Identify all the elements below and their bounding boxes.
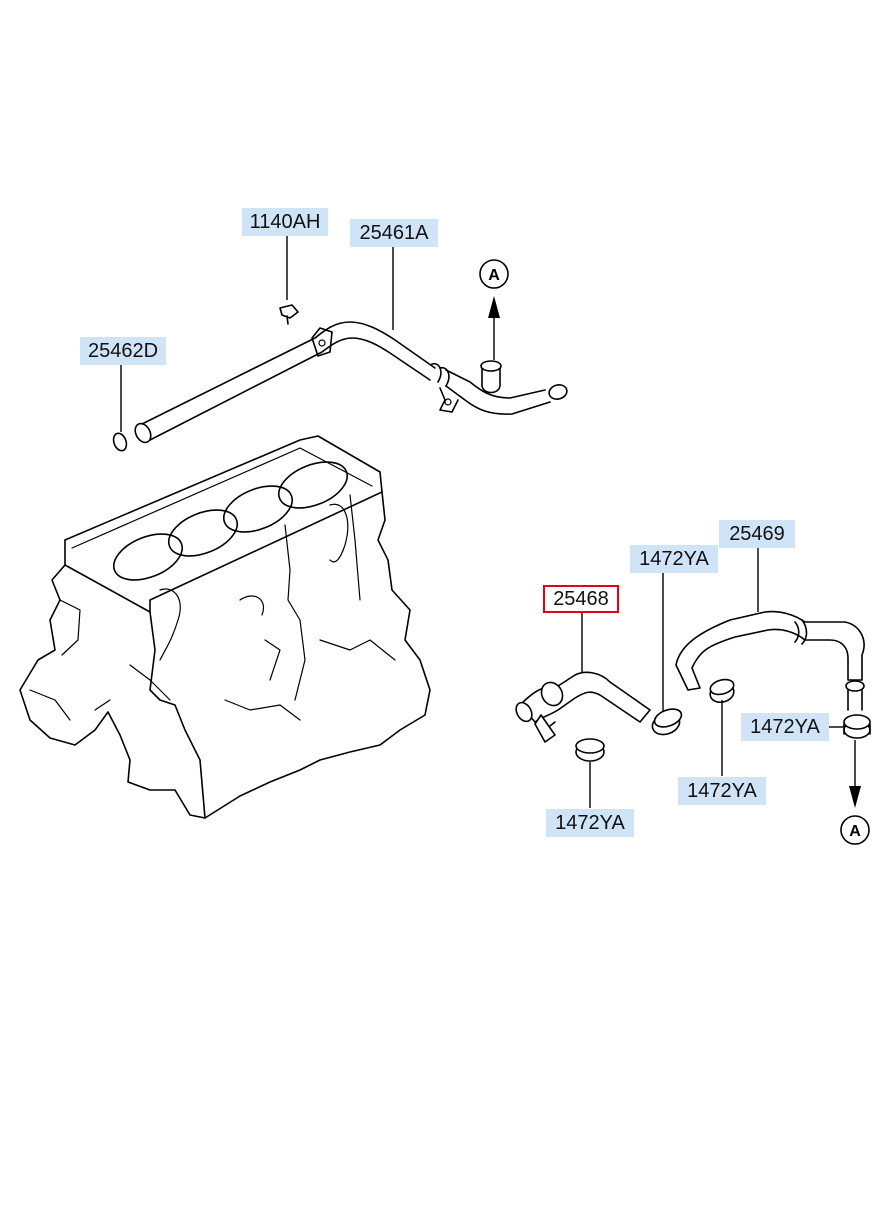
leader-lines [120,236,844,808]
part-label-1472YA-top[interactable]: 1472YA [630,545,718,573]
reference-marker-bottom-text: A [849,823,861,840]
part-label-1472YA-mid[interactable]: 1472YA [678,777,766,805]
hose-25469 [675,610,865,711]
part-label-25469[interactable]: 25469 [719,520,795,548]
arrow-to-marker-top [488,296,500,360]
pipe-25461A [112,304,568,452]
arrow-to-marker-bottom [849,740,861,808]
reference-marker-top: A [479,259,509,289]
engine-block [19,435,431,819]
clamp-mid [651,708,683,736]
part-label-25461A[interactable]: 25461A [350,219,438,247]
part-label-1472YA-right[interactable]: 1472YA [741,713,829,741]
part-label-25462D[interactable]: 25462D [80,337,166,365]
clamp-bottom [575,738,605,762]
reference-marker-bottom: A [840,815,870,845]
part-label-1140AH[interactable]: 1140AH [242,208,328,236]
part-label-1472YA-bottom[interactable]: 1472YA [546,809,634,837]
reference-marker-top-text: A [488,267,500,284]
part-label-25468[interactable]: 25468 [543,585,619,613]
hose-25468 [515,671,651,743]
clamp-far-right [843,714,871,739]
clamp-right-middle [709,678,735,704]
